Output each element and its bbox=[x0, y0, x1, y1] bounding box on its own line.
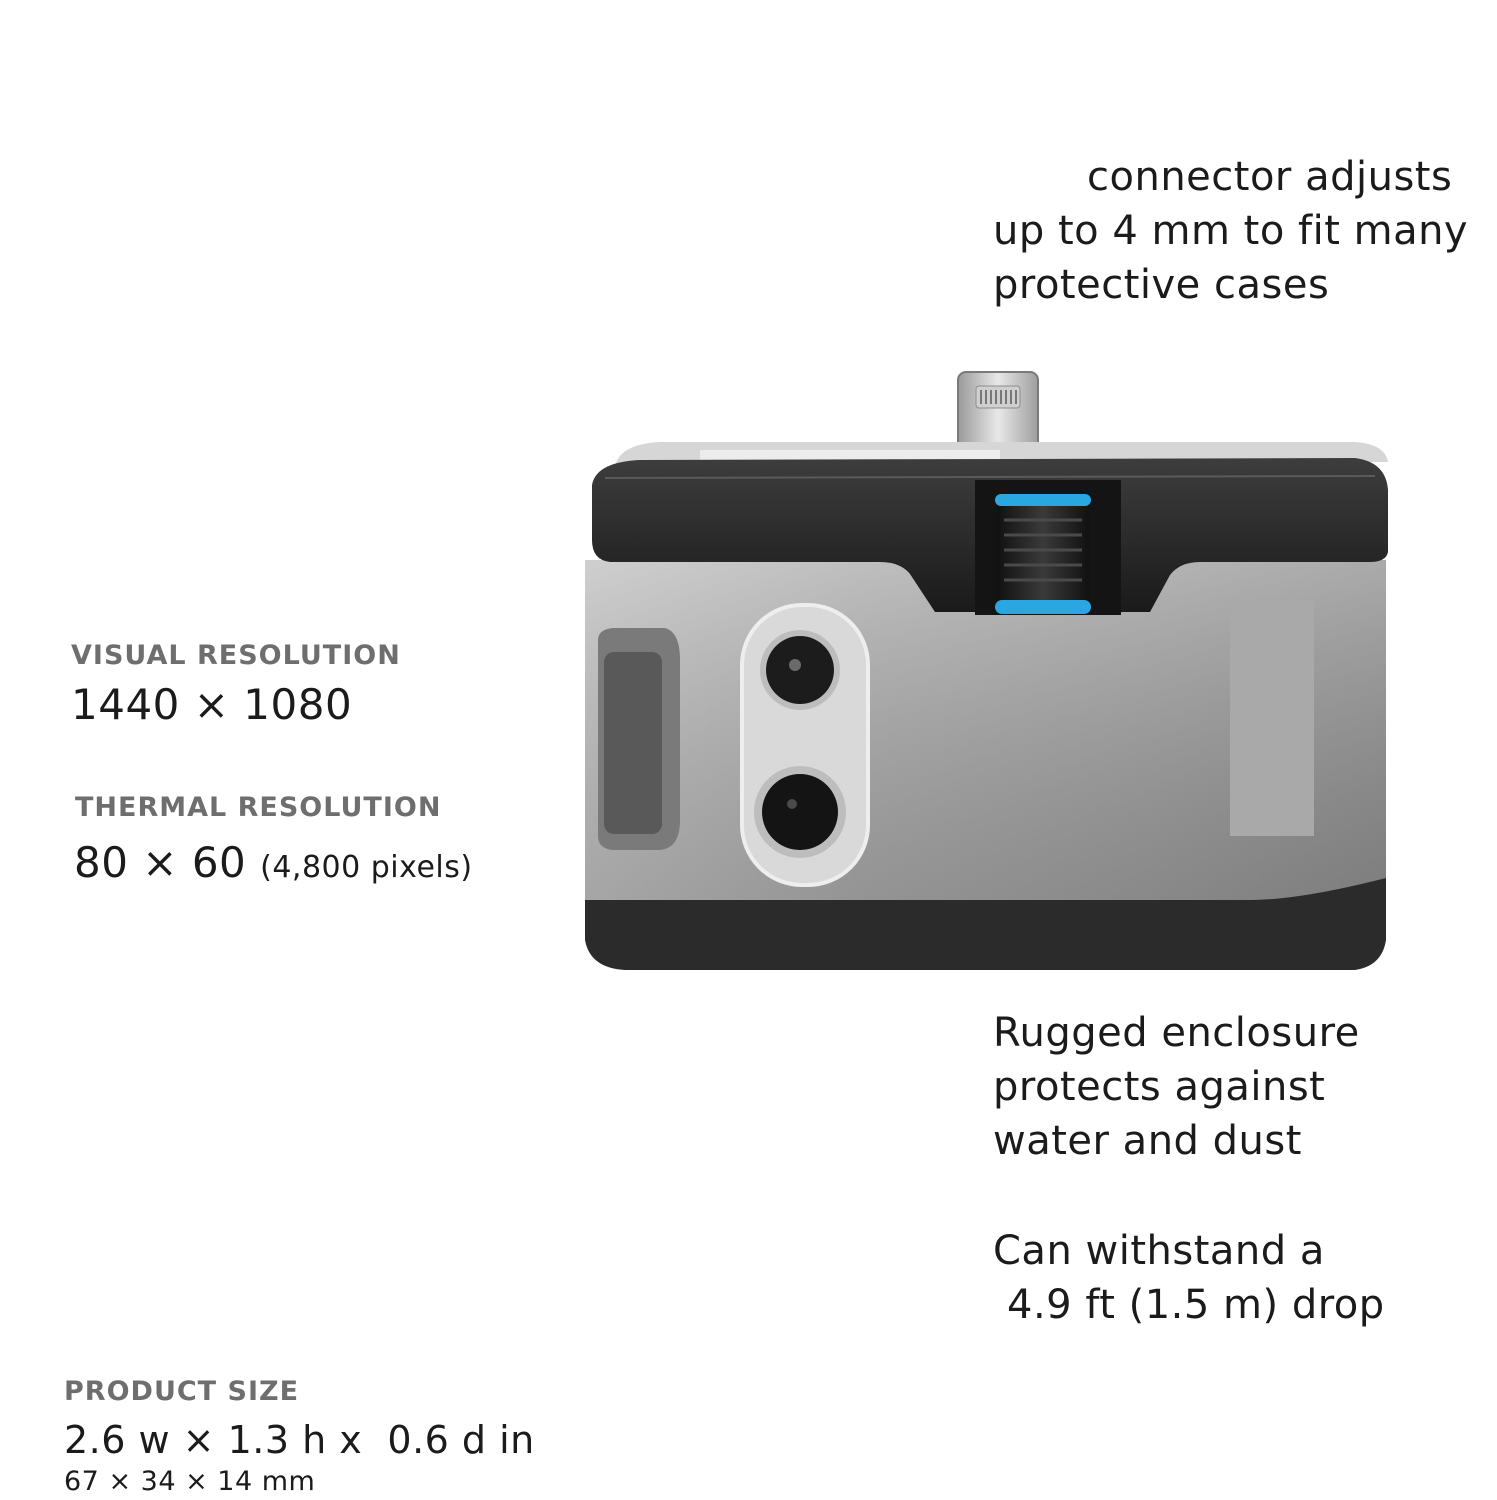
product-size-metric: 67 × 34 × 14 mm bbox=[64, 1466, 316, 1497]
drop-callout-line2: 4.9 ft (1.5 m) drop bbox=[1007, 1282, 1385, 1328]
connector-callout-line1: connector adjusts bbox=[1087, 154, 1453, 200]
connector-callout-line3: protective cases bbox=[993, 262, 1330, 308]
rugged-callout-line2: protects against bbox=[993, 1064, 1326, 1110]
thermal-resolution-main: 80 × 60 bbox=[74, 838, 247, 887]
product-size-imperial: 2.6 w × 1.3 h x 0.6 d in bbox=[64, 1418, 535, 1462]
rugged-callout-line1: Rugged enclosure bbox=[993, 1010, 1360, 1056]
drop-callout-line1: Can withstand a bbox=[993, 1228, 1325, 1274]
connector-callout-line2: up to 4 mm to fit many bbox=[993, 208, 1469, 254]
visual-resolution-label: VISUAL RESOLUTION bbox=[71, 640, 401, 671]
drop-callout: Can withstand a 4.9 ft (1.5 m) drop bbox=[993, 1224, 1473, 1332]
lightning-connector-icon bbox=[957, 371, 1039, 465]
product-size-label: PRODUCT SIZE bbox=[64, 1376, 300, 1407]
thermal-resolution-value: 80 × 60 (4,800 pixels) bbox=[74, 838, 473, 887]
thermal-resolution-label: THERMAL RESOLUTION bbox=[75, 792, 442, 823]
rugged-callout-line3: water and dust bbox=[993, 1118, 1302, 1164]
rugged-callout: Rugged enclosure protects against water … bbox=[993, 1006, 1473, 1168]
visual-resolution-value: 1440 × 1080 bbox=[71, 680, 353, 729]
thermal-resolution-detail: (4,800 pixels) bbox=[260, 850, 473, 885]
connector-callout: connector adjusts up to 4 mm to fit many… bbox=[993, 150, 1493, 312]
